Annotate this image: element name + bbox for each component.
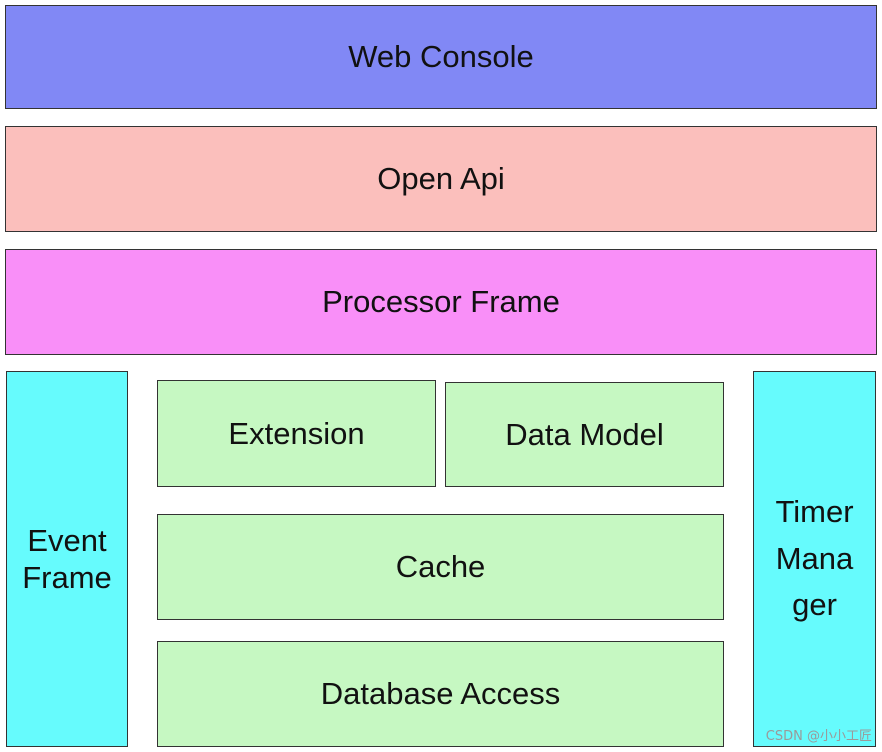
open-api-layer: Open Api [5,126,877,232]
web-console-layer: Web Console [5,5,877,109]
database-access-label: Database Access [320,676,561,712]
timer-manager-block: Timer Mana ger [753,371,876,747]
processor-frame-layer: Processor Frame [5,249,877,355]
watermark: CSDN @小小工匠 [765,729,872,744]
processor-frame-label: Processor Frame [322,284,560,320]
data-model-block: Data Model [445,382,724,487]
timer-manager-label: Timer Mana ger [775,494,854,623]
event-frame-label: Event Frame [22,522,112,595]
event-frame-block: Event Frame [6,371,128,747]
extension-label: Extension [228,415,365,451]
database-access-block: Database Access [157,641,724,747]
cache-label: Cache [395,549,486,585]
cache-block: Cache [157,514,724,620]
web-console-label: Web Console [348,39,534,75]
open-api-label: Open Api [377,161,505,197]
data-model-label: Data Model [505,416,664,452]
extension-block: Extension [157,380,436,487]
